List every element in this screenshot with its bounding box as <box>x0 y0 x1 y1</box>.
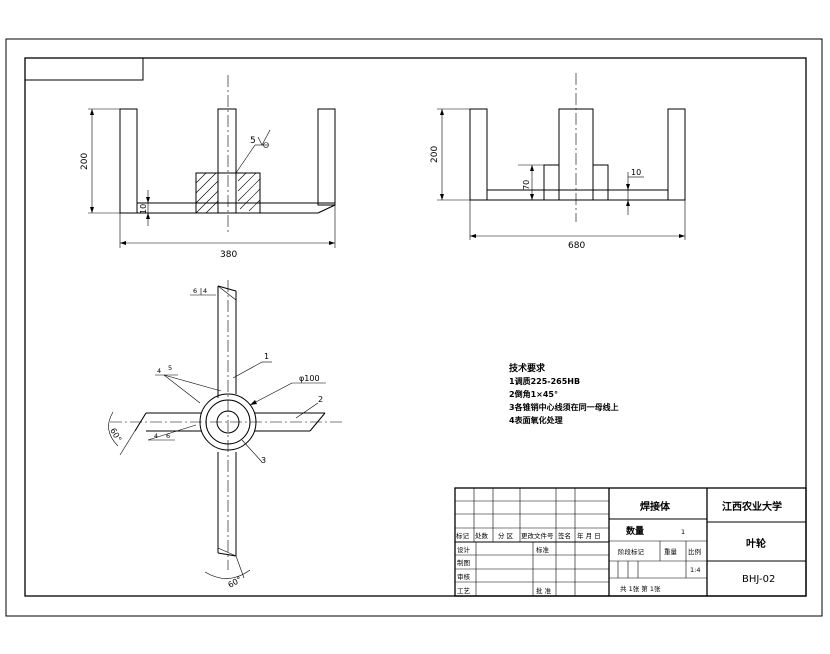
plan-part-2: 2 <box>318 395 323 404</box>
front-view: 200 10 380 5 <box>80 75 336 260</box>
side-width-dim: 680 <box>568 241 585 251</box>
tb-part-type: 焊接体 <box>640 500 671 513</box>
weld-top-code: 6 <box>193 287 197 295</box>
side-height-dim: 200 <box>430 146 440 163</box>
tb-scale-value: 1:4 <box>690 566 700 574</box>
plan-weld-left: 4 <box>157 367 161 375</box>
outer-frame <box>5 38 823 617</box>
tb-approve: 批 准 <box>536 586 552 595</box>
front-width-dim: 380 <box>220 250 237 260</box>
tb-draw: 制图 <box>457 558 470 567</box>
plan-part-3: 3 <box>261 456 266 465</box>
weld-bottom-code: 6 <box>166 432 170 440</box>
rev-header-count: 处数 <box>475 531 489 540</box>
front-base-dim: 10 <box>139 204 148 214</box>
plan-diameter: φ100 <box>299 374 320 383</box>
rev-header-zone: 分 区 <box>498 531 514 540</box>
plan-weld-left-sub: 5 <box>168 364 172 372</box>
tb-qty-label: 数量 <box>626 525 644 537</box>
tb-process: 工艺 <box>457 587 471 595</box>
tech-requirements: 技术要求 1调质225-265HB 2倒角1×45° 3各锥销中心线须在同一母线… <box>509 362 619 425</box>
plan-weld-top: 4 <box>203 287 207 295</box>
tb-design: 设计 <box>457 545 471 554</box>
tb-weight-label: 重量 <box>664 548 678 556</box>
tb-scale-label: 比例 <box>688 547 701 556</box>
tech-title: 技术要求 <box>509 362 546 374</box>
corner-code-box <box>24 57 144 81</box>
plan-view: φ100 1 2 3 4 6 4 5 4 6 60° 60° <box>108 280 345 590</box>
tb-stage-label: 阶段标记 <box>618 547 645 556</box>
rev-header-sign: 签名 <box>558 531 571 540</box>
tech-item-3: 3各锥销中心线须在同一母线上 <box>509 402 619 412</box>
front-roughness: 5 <box>250 136 256 146</box>
tech-item-2: 2倒角1×45° <box>509 389 558 399</box>
tb-sheet-info: 共 1张 第 1张 <box>620 584 661 593</box>
front-height-dim: 200 <box>80 153 90 170</box>
tb-qty-value: 1 <box>681 528 685 536</box>
title-block: 标记 处数 分 区 更改文件号 签名 年 月 日 设计 标准 制图 审核 工艺 … <box>454 487 807 597</box>
tb-drawing-no: BHJ-02 <box>742 574 775 585</box>
tb-part-name: 叶轮 <box>746 537 766 550</box>
tech-item-1: 1调质225-265HB <box>509 376 580 386</box>
tb-school: 江西农业大学 <box>722 500 782 513</box>
side-plate-dim: 10 <box>631 168 641 177</box>
rev-header-file: 更改文件号 <box>521 531 554 540</box>
side-hub-dim: 70 <box>522 180 531 190</box>
rev-header-mark: 标记 <box>456 531 470 540</box>
plan-angle-bottom: 60° <box>227 575 244 590</box>
rev-header-date: 年 月 日 <box>577 531 601 540</box>
plan-weld-bottom: 4 <box>154 432 158 440</box>
tb-review: 审核 <box>457 572 471 581</box>
plan-part-1: 1 <box>264 352 269 361</box>
inner-frame <box>24 57 807 597</box>
tech-item-4: 4表面氧化处理 <box>509 415 563 425</box>
side-view: 200 70 10 680 <box>430 73 686 251</box>
tb-standard: 标准 <box>536 545 550 554</box>
